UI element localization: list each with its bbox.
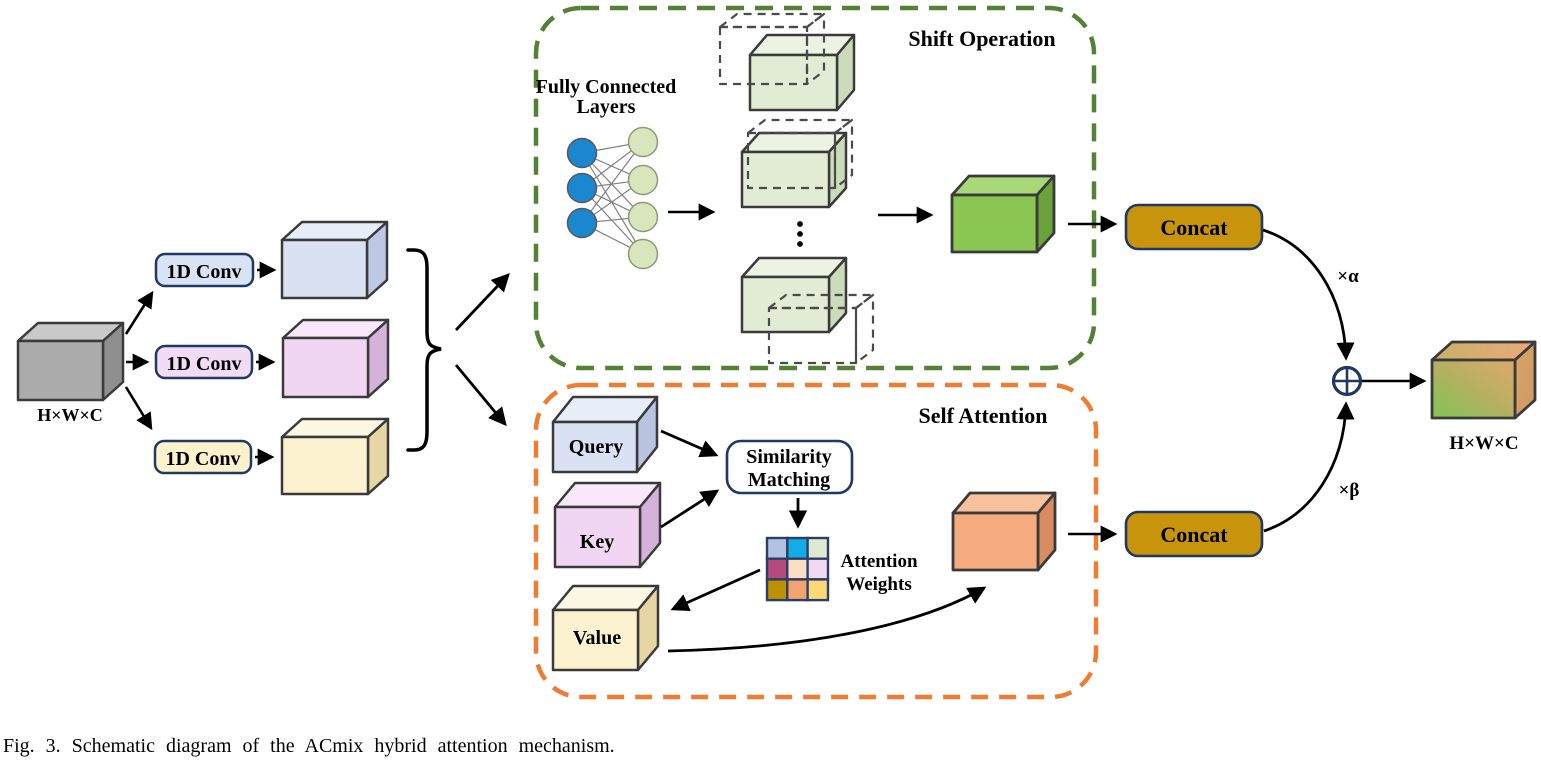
conv-box-1-label: 1D Conv: [166, 261, 241, 283]
fc-layers-label-line1: Fully Connected: [536, 76, 677, 98]
shift-operation-box: [533, 5, 1097, 371]
curve-concat-attention-to-sum: [1263, 401, 1355, 533]
shifted-cube-1-ghost: [718, 12, 826, 86]
nn-input-neurons: [566, 137, 598, 239]
attention-weights-grid: [765, 536, 830, 602]
shifted-cube-2-ghost: [746, 118, 854, 190]
concat-shift-label: Concat: [1160, 215, 1228, 240]
conv-box-3-label: 1D Conv: [165, 448, 240, 470]
alpha-weight-label: ×α: [1337, 266, 1359, 287]
feature-cube-blue: [280, 220, 389, 300]
curve-concat-shift-to-sum: [1262, 228, 1355, 361]
arrow-weights-to-value: [670, 568, 761, 611]
value-cube: [551, 584, 660, 672]
similarity-matching-box: Similarity Matching: [725, 439, 854, 495]
arrow-value-to-attention-cube: [667, 586, 987, 653]
similarity-label-line1: Similarity: [746, 446, 832, 468]
conv-box-2-label: 1D Conv: [166, 353, 241, 375]
self-attention-box: [533, 382, 1099, 700]
fc-layers-label-line2: Layers: [577, 96, 636, 118]
concat-attention-label: Concat: [1160, 522, 1228, 547]
input-cube: [16, 321, 125, 402]
key-cube-label: Key: [580, 531, 614, 553]
arrow-input-conv1: [124, 290, 154, 335]
arrow-query-to-similarity: [660, 429, 719, 458]
value-cube-label: Value: [573, 627, 621, 649]
nn-output-neurons: [627, 126, 659, 270]
similarity-label-line2: Matching: [748, 469, 830, 491]
shifted-cube-2: [740, 131, 848, 209]
input-cube-label: H×W×C: [37, 405, 103, 425]
attention-weights-label-line2: Weights: [846, 574, 911, 595]
fully-connected-network: [566, 126, 659, 270]
shift-result-cube: [950, 174, 1056, 254]
query-cube-label: Query: [569, 436, 623, 458]
attention-result-cube: [951, 491, 1057, 572]
ellipsis-dots: [797, 221, 803, 247]
arrow-key-to-similarity: [660, 489, 720, 529]
feature-cube-pink: [281, 318, 390, 399]
beta-weight-label: ×β: [1339, 480, 1360, 501]
feature-cube-yellow: [280, 417, 390, 496]
sum-operator-icon: [1331, 365, 1363, 397]
arrow-to-shift-branch: [454, 273, 510, 331]
conv-box-3: 1D Conv: [153, 439, 253, 475]
concat-shift-box: Concat: [1124, 203, 1264, 251]
concat-attention-box: Concat: [1124, 510, 1264, 558]
output-cube: [1430, 340, 1537, 420]
attention-weights-label-line1: Attention: [840, 551, 917, 572]
self-attention-title: Self Attention: [919, 403, 1048, 428]
conv-box-2: 1D Conv: [154, 344, 254, 380]
query-cube: [551, 395, 659, 474]
shifted-cube-3-ghost: [767, 293, 875, 365]
figure-caption: Fig. 3. Schematic diagram of the ACmix h…: [3, 735, 615, 757]
brace: [406, 248, 442, 452]
shift-operation-title: Shift Operation: [908, 26, 1055, 51]
arrow-input-conv3: [124, 386, 153, 431]
conv-box-1: 1D Conv: [154, 252, 255, 288]
output-cube-label: H×W×C: [1449, 433, 1518, 454]
key-cube: [553, 481, 662, 569]
shifted-cube-1: [748, 33, 856, 112]
arrow-to-attention-branch: [454, 364, 507, 427]
